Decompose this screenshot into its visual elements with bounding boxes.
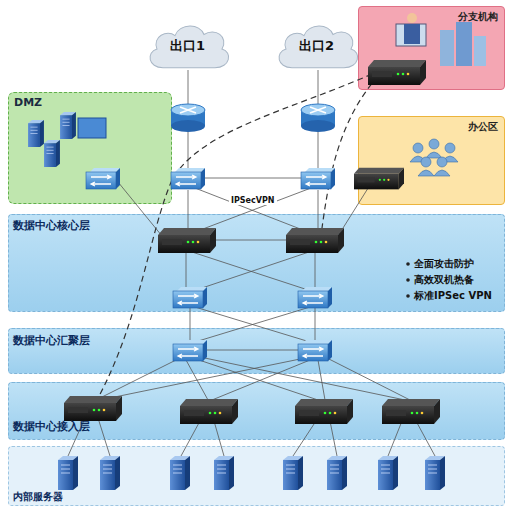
core-layer-band: 数据中心核心层全面攻击防护高效双机热备标准IPSec VPN: [8, 214, 505, 312]
vpn-tunnels: [98, 74, 378, 398]
exit-cloud: 出口2: [272, 20, 362, 74]
node-title: 内部服务器: [13, 491, 63, 503]
wires: [68, 70, 435, 456]
exit-cloud: 出口1: [143, 20, 233, 74]
node-title: 分支机构: [458, 11, 498, 23]
node-title: 数据中心核心层: [13, 220, 90, 233]
devices: [28, 13, 486, 490]
node-title: 出口2: [299, 39, 334, 54]
feature-text: 全面攻击防护: [414, 258, 474, 270]
node-title: DMZ: [14, 97, 42, 110]
node-title: 数据中心汇聚层: [13, 335, 90, 348]
office-zone: 办公区: [358, 116, 505, 205]
feature-text: 标准IPSec VPN: [414, 290, 492, 302]
vpn-label: IPSecVPN: [229, 196, 277, 205]
feature-text: 高效双机热备: [414, 274, 474, 286]
node-title: 出口1: [170, 39, 205, 54]
node-title: 数据中心接入层: [13, 421, 90, 434]
node-title: 办公区: [468, 121, 498, 133]
aggregation-layer-band: 数据中心汇聚层: [8, 328, 505, 374]
